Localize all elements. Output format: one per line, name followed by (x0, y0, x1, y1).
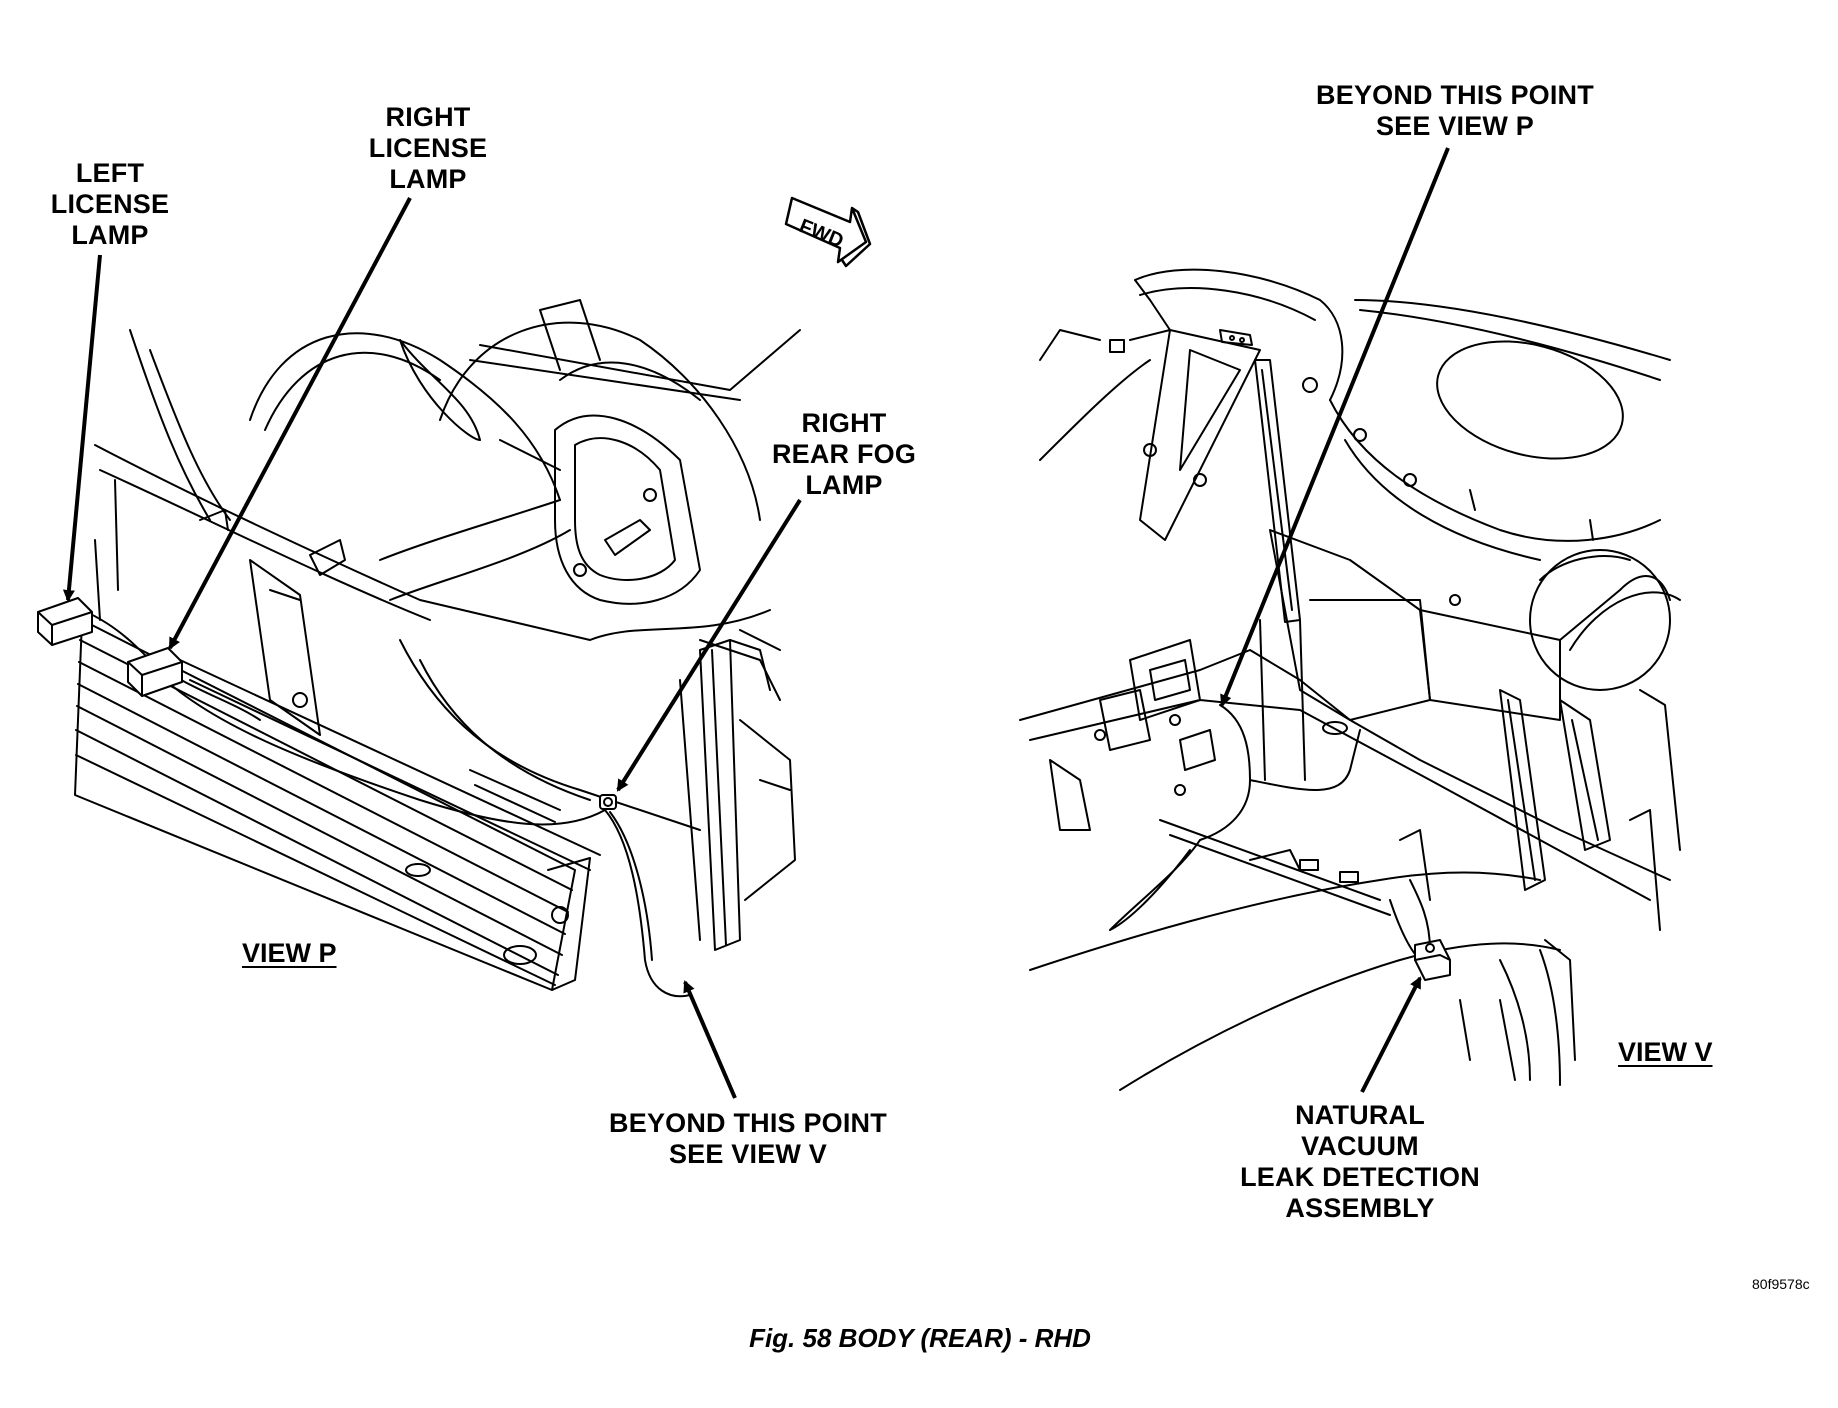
fwd-arrow-icon (784, 196, 872, 268)
label-beyond-see-view-p: BEYOND THIS POINT SEE VIEW P (1316, 80, 1594, 141)
label-left-license-lamp: LEFT LICENSE LAMP (50, 158, 170, 250)
label-right-license-lamp: RIGHT LICENSE LAMP (368, 102, 488, 194)
view-p-title: VIEW P (242, 938, 337, 968)
view-v-title: VIEW V (1618, 1037, 1713, 1067)
leader-left-license-lamp (62, 254, 102, 602)
label-nvld-assembly: NATURAL VACUUM LEAK DETECTION ASSEMBLY (1240, 1100, 1480, 1223)
label-beyond-see-view-v: BEYOND THIS POINT SEE VIEW V (609, 1108, 887, 1169)
figure-caption: Fig. 58 BODY (REAR) - RHD (749, 1323, 1091, 1353)
leader-nvld-assembly (1360, 976, 1422, 1093)
view-v-illustration (1019, 268, 1681, 1091)
leader-right-license-lamp (168, 197, 412, 650)
label-right-rear-fog-lamp: RIGHT REAR FOG LAMP (771, 408, 917, 500)
view-p-illustration (37, 299, 801, 998)
leader-beyond-view-v (683, 980, 737, 1099)
figure-code: 80f9578c (1752, 1276, 1810, 1292)
leader-lines (62, 147, 1450, 1099)
leader-beyond-view-p (1220, 147, 1450, 707)
leader-right-rear-fog-lamp (616, 498, 802, 792)
